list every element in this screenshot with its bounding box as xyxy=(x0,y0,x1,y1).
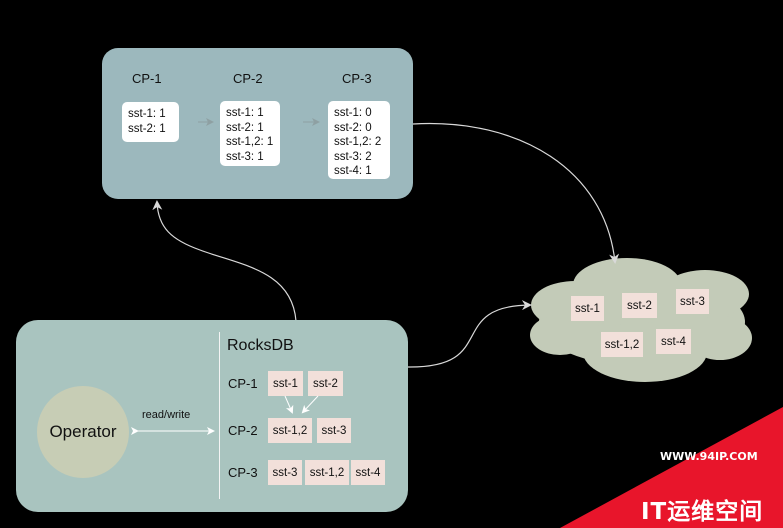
panel-divider xyxy=(219,332,220,499)
rocksdb-cp1-file: sst-1 xyxy=(268,371,303,396)
cp2-manifest: sst-1: 1 sst-2: 1 sst-1,2: 1 sst-3: 1 xyxy=(220,101,280,166)
cp3-manifest: sst-1: 0 sst-2: 0 sst-1,2: 2 sst-3: 2 ss… xyxy=(328,101,390,179)
storage-file: sst-2 xyxy=(622,293,657,318)
storage-file: sst-3 xyxy=(676,289,709,314)
operator-label: Operator xyxy=(49,422,117,441)
rocksdb-cp2-file: sst-1,2 xyxy=(268,418,312,443)
cp2-entry: sst-1,2: 1 xyxy=(226,136,274,148)
checkpoint-to-storage-connector xyxy=(412,122,620,264)
cp3-entry: sst-4: 1 xyxy=(334,165,372,177)
rocksdb-cp3-file: sst-1,2 xyxy=(305,460,349,485)
rocksdb-row-cp1-label: CP-1 xyxy=(228,376,258,391)
cp2-entry: sst-3: 1 xyxy=(226,150,264,163)
cp2-entry: sst-2: 1 xyxy=(226,121,264,134)
read-write-label: read/write xyxy=(142,409,191,421)
cp2-entry: sst-1: 1 xyxy=(226,107,264,119)
cp1-entry: sst-1: 1 xyxy=(128,108,166,120)
rocksdb-cp3-file: sst-3 xyxy=(268,460,302,485)
storage-file: sst-4 xyxy=(656,329,691,354)
rocksdb-row-cp2-label: CP-2 xyxy=(228,423,258,438)
cp1-title: CP-1 xyxy=(132,71,162,86)
cp1-manifest: sst-1: 1 sst-2: 1 xyxy=(122,102,179,142)
storage-file: sst-1,2 xyxy=(601,332,643,357)
cp3-entry: sst-1,2: 2 xyxy=(334,136,382,148)
rocksdb-title: RocksDB xyxy=(227,337,294,354)
watermark-text: IT运维空间 xyxy=(641,499,764,525)
operator-node: Operator xyxy=(37,386,129,478)
rocksdb-cp1-file: sst-2 xyxy=(308,371,343,396)
cp3-entry: sst-2: 0 xyxy=(334,121,372,134)
storage-file: sst-1 xyxy=(571,296,604,321)
rocksdb-to-storage-connector xyxy=(407,300,532,368)
cp3-title: CP-3 xyxy=(342,71,372,86)
rocksdb-cp2-file: sst-3 xyxy=(317,418,351,443)
cp3-entry: sst-3: 2 xyxy=(334,150,372,163)
cp2-title: CP-2 xyxy=(233,71,263,86)
watermark-url: WWW.94IP.COM xyxy=(660,450,758,463)
rocksdb-cp3-file: sst-4 xyxy=(351,460,385,485)
cp3-entry: sst-1: 0 xyxy=(334,107,372,119)
upload-checkpoint-connector xyxy=(152,200,297,322)
rocksdb-row-cp3-label: CP-3 xyxy=(228,465,258,480)
cp1-entry: sst-2: 1 xyxy=(128,122,166,135)
